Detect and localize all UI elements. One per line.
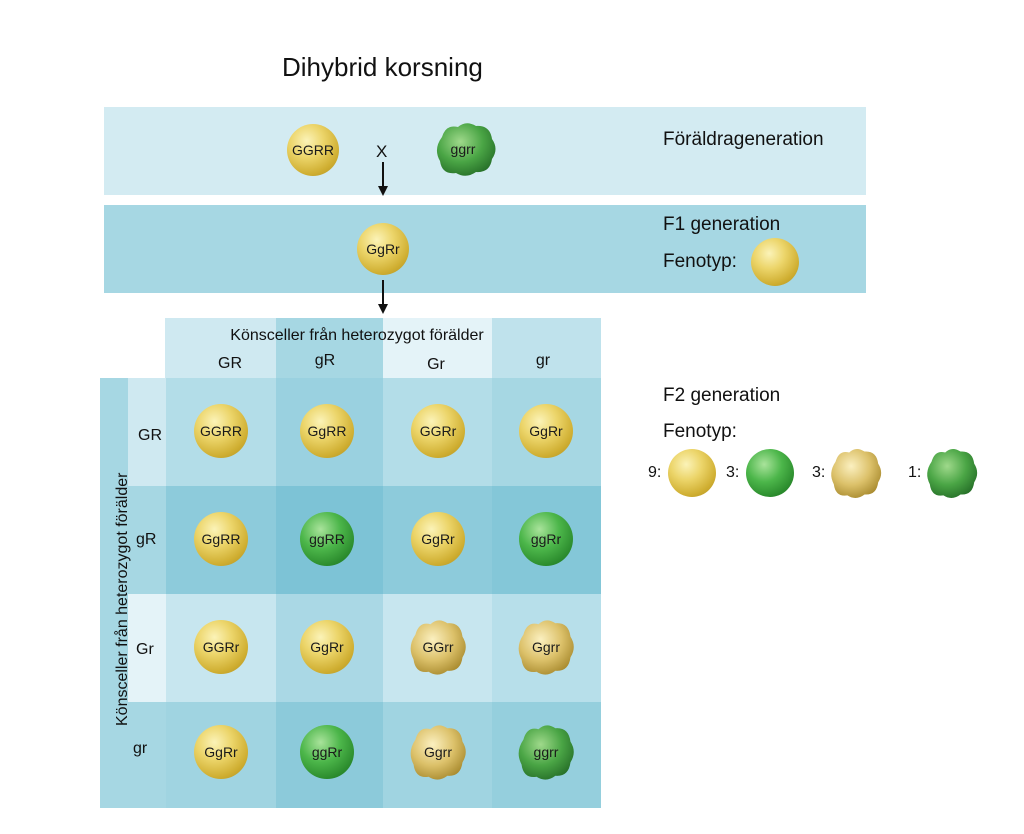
yellow-wrinkled-pea-icon bbox=[518, 620, 574, 675]
green-round-pea: ggRr bbox=[519, 512, 573, 566]
parent-green-wrinkled-pea: ggrr bbox=[435, 123, 496, 176]
parent-generation-label: Föräldrageneration bbox=[663, 129, 824, 150]
grid-column-header: Gr bbox=[427, 356, 445, 373]
pea-genotype: ggRr bbox=[311, 744, 343, 760]
arrow-down-icon bbox=[378, 280, 388, 314]
pea-genotype: GGRR bbox=[200, 423, 242, 439]
pea-genotype: Ggrr bbox=[424, 744, 452, 760]
green-round-pea: ggRr bbox=[300, 725, 354, 779]
cross-symbol: X bbox=[376, 142, 388, 161]
grid-column-header: GR bbox=[218, 355, 242, 372]
pea-genotype: GGRR bbox=[292, 142, 334, 158]
yellow-round-pea bbox=[668, 449, 716, 497]
pea-genotype: GgRr bbox=[204, 744, 238, 760]
pea-genotype: Ggrr bbox=[532, 639, 560, 655]
f2-ratio-number: 1: bbox=[908, 464, 922, 481]
yellow-round-pea: GgRr bbox=[519, 404, 573, 458]
grid-column-gR-header bbox=[276, 318, 383, 378]
green-wrinkled-pea bbox=[927, 448, 978, 498]
f1-yellow-round-pea: GgRr bbox=[357, 223, 409, 275]
pea-genotype: GgRR bbox=[201, 531, 241, 547]
yellow-round-pea: GGRR bbox=[194, 404, 248, 458]
yellow-wrinkled-pea: GGrr bbox=[410, 620, 466, 675]
arrow-down-icon bbox=[378, 162, 388, 196]
green-wrinkled-pea-icon bbox=[927, 448, 978, 498]
pea-genotype: ggRR bbox=[309, 531, 345, 547]
page-title: Dihybrid korsning bbox=[282, 52, 483, 82]
f2-ratio-number: 3: bbox=[812, 464, 826, 481]
pea-genotype: GgRr bbox=[421, 531, 455, 547]
parent-yellow-round-pea: GGRR bbox=[287, 124, 339, 176]
yellow-wrinkled-pea-icon bbox=[410, 620, 466, 675]
grid-column-gr-header bbox=[492, 318, 601, 378]
yellow-wrinkled-pea-icon bbox=[831, 448, 882, 498]
yellow-round-pea: GGRr bbox=[411, 404, 465, 458]
grid-side-header: Könsceller från heterozygot förälder bbox=[114, 472, 131, 726]
yellow-round-pea: GGRr bbox=[194, 620, 248, 674]
yellow-round-pea: GgRr bbox=[411, 512, 465, 566]
green-wrinkled-pea-icon bbox=[518, 725, 574, 780]
grid-row-Gr-header bbox=[128, 594, 166, 702]
f1-generation-label: F1 generation bbox=[663, 214, 781, 235]
yellow-wrinkled-pea-icon bbox=[410, 725, 466, 780]
grid-top-header: Könsceller från heterozygot förälder bbox=[230, 327, 484, 344]
grid-row-header: gR bbox=[136, 531, 157, 548]
f1-phenotype-pea bbox=[751, 238, 799, 286]
pea-genotype: GGRr bbox=[202, 639, 240, 655]
f1-phenotype-label: Fenotyp: bbox=[663, 251, 737, 272]
grid-column-header: gR bbox=[314, 352, 336, 369]
pea-genotype: GgRR bbox=[307, 423, 347, 439]
grid-row-header: Gr bbox=[136, 641, 154, 658]
yellow-round-pea: GgRr bbox=[194, 725, 248, 779]
grid-column-header: gr bbox=[535, 352, 551, 369]
pea-genotype: GGrr bbox=[422, 639, 454, 655]
pea-genotype: GgRr bbox=[366, 241, 400, 257]
f2-ratio-number: 9: bbox=[648, 464, 662, 481]
grid-row-GR-header bbox=[128, 378, 166, 486]
pea-genotype: ggrr bbox=[450, 141, 476, 157]
yellow-round-pea: GgRR bbox=[300, 404, 354, 458]
green-wrinkled-pea: ggrr bbox=[518, 725, 574, 780]
f2-ratio-number: 3: bbox=[726, 464, 740, 481]
f2-generation-label: F2 generation bbox=[663, 385, 781, 406]
yellow-wrinkled-pea: Ggrr bbox=[410, 725, 466, 780]
pea-genotype: GGRr bbox=[419, 423, 457, 439]
grid-column-Gr-header bbox=[383, 318, 492, 378]
pea-genotype: ggrr bbox=[533, 744, 559, 760]
yellow-wrinkled-pea bbox=[831, 448, 882, 498]
pea-genotype: GgRr bbox=[310, 639, 344, 655]
pea-genotype: ggRr bbox=[530, 531, 562, 547]
yellow-round-pea: GgRR bbox=[194, 512, 248, 566]
yellow-round-pea: GgRr bbox=[300, 620, 354, 674]
green-round-pea bbox=[746, 449, 794, 497]
pea-genotype: GgRr bbox=[529, 423, 563, 439]
green-round-pea: ggRR bbox=[300, 512, 354, 566]
yellow-wrinkled-pea: Ggrr bbox=[518, 620, 574, 675]
green-wrinkled-pea-icon bbox=[436, 123, 496, 176]
f2-phenotype-label: Fenotyp: bbox=[663, 421, 737, 442]
grid-row-header: GR bbox=[138, 427, 162, 444]
f1-generation-band bbox=[104, 205, 866, 293]
grid-row-header: gr bbox=[133, 740, 148, 757]
